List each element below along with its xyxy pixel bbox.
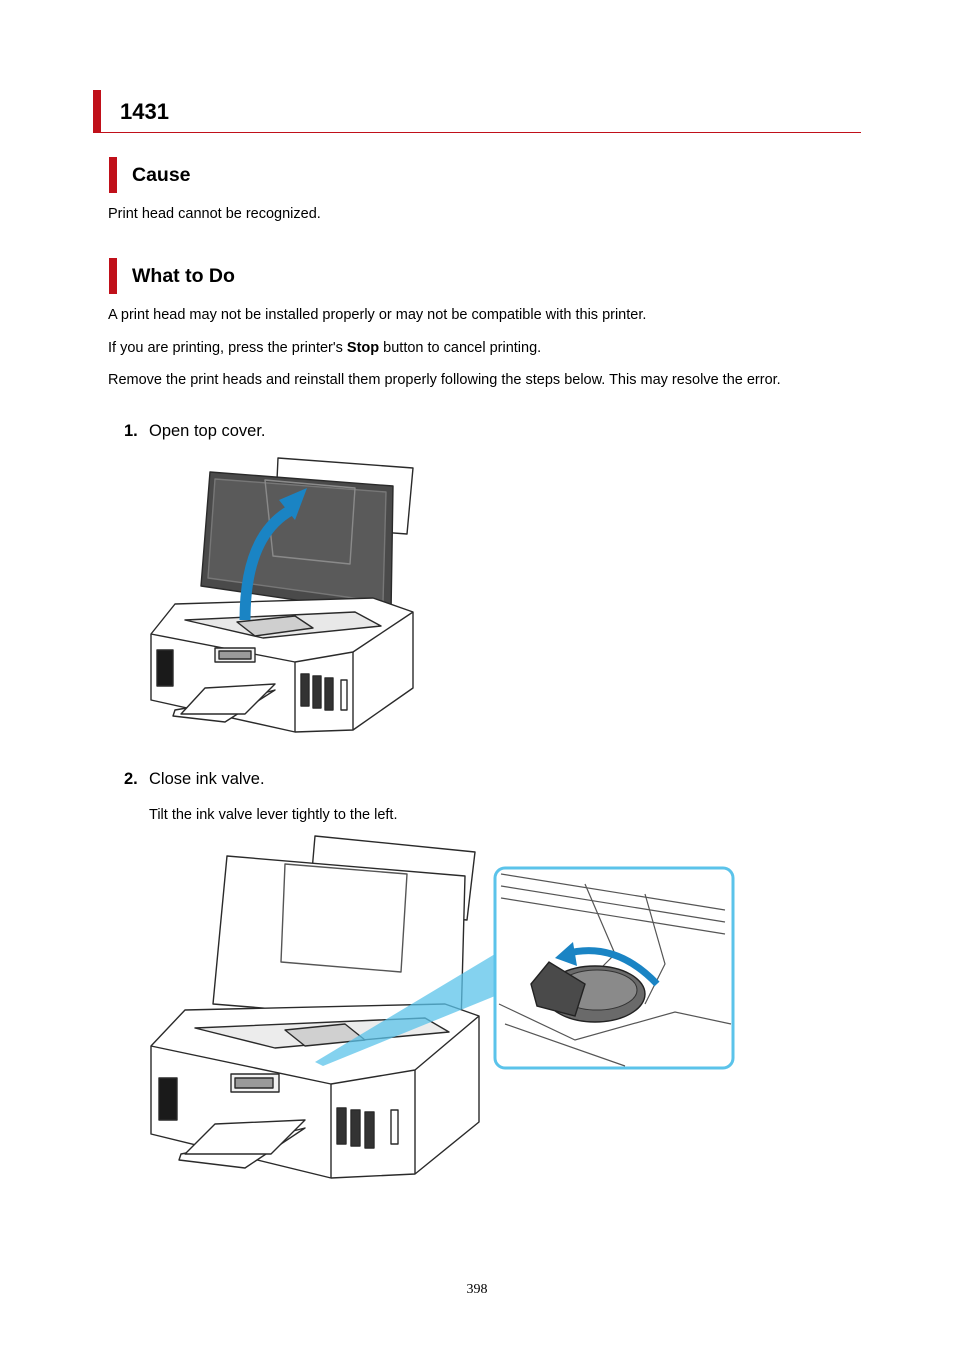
open-top-cover-illustration <box>150 457 414 733</box>
step-1-number: 1. <box>124 422 138 440</box>
stop-button-name: Stop <box>346 340 380 356</box>
step-1: 1. Open top cover. <box>124 421 266 441</box>
step-1-text: Open top cover. <box>149 422 266 440</box>
page-number: 398 <box>466 1282 488 1297</box>
step-2-number: 2. <box>124 770 138 788</box>
page-title-block: 1431 <box>93 90 861 133</box>
p2-text-after: button to cancel printing. <box>379 340 542 356</box>
step-2-text: Close ink valve. <box>149 770 265 788</box>
page-title: 1431 <box>120 99 169 124</box>
p2-text-before: If you are printing, press the printer's <box>108 340 347 356</box>
what-to-do-paragraph-1: A print head may not be installed proper… <box>108 307 647 323</box>
what-to-do-paragraph-2: If you are printing, press the printer's… <box>108 339 541 357</box>
step-2: 2. Close ink valve. <box>124 769 265 789</box>
step-2-note: Tilt the ink valve lever tightly to the … <box>149 807 398 823</box>
cause-heading: Cause <box>132 164 191 186</box>
cause-accent-bar <box>109 157 117 193</box>
what-to-do-paragraph-3: Remove the print heads and reinstall the… <box>108 372 781 388</box>
close-ink-valve-illustration <box>150 835 735 1179</box>
cause-text: Print head cannot be recognized. <box>108 206 321 222</box>
title-accent-bar <box>93 90 101 132</box>
what-to-do-heading: What to Do <box>132 265 235 287</box>
what-to-do-accent-bar <box>109 258 117 294</box>
